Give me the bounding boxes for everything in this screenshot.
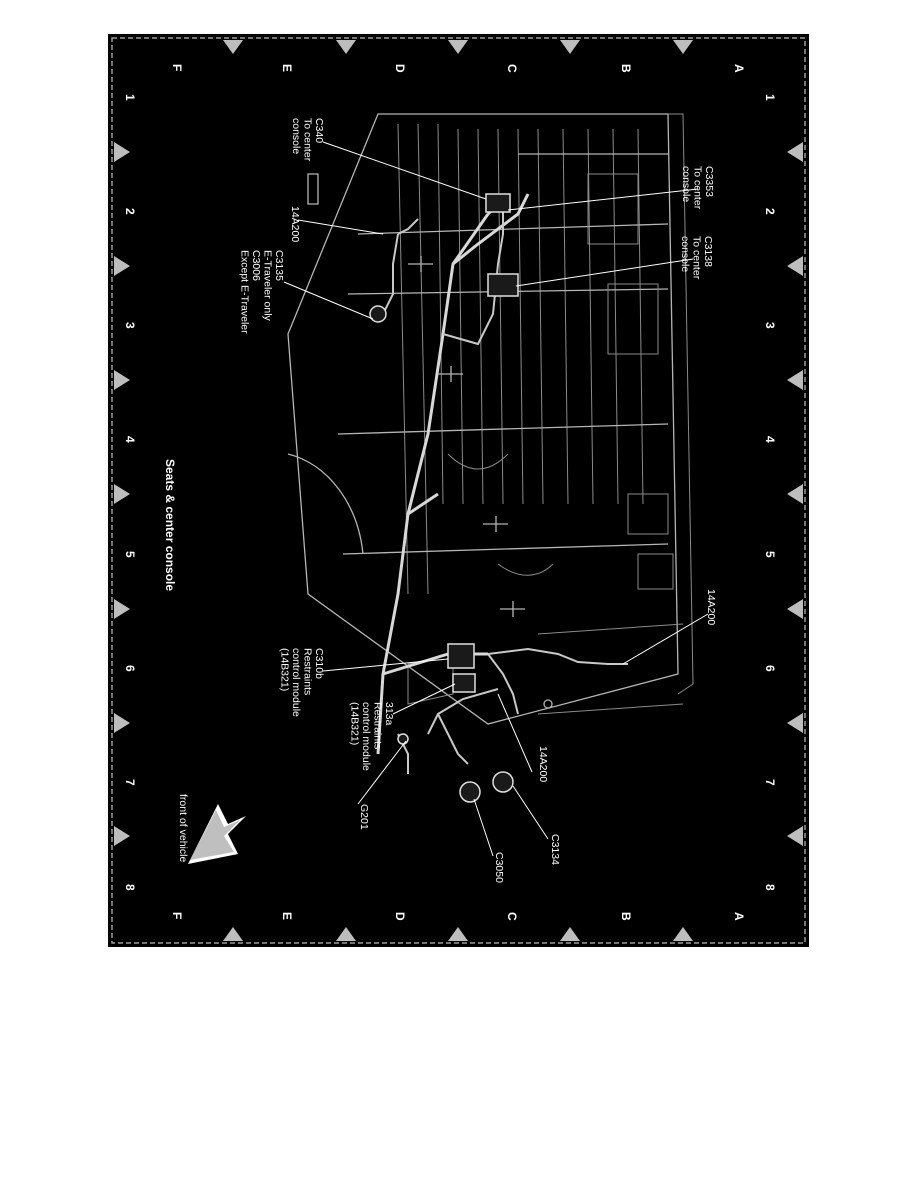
front-of-vehicle-arrow-icon: [188, 804, 246, 864]
grid-column-label: 6: [123, 665, 137, 672]
grid-column-label: 8: [123, 884, 137, 891]
callout-c3135-line: E-Traveler only: [262, 250, 274, 322]
callout-c313a-line: control module: [360, 702, 372, 771]
callout-c3134-line: C3134: [549, 834, 561, 865]
callout-c313a-line: Restraints: [372, 702, 384, 749]
callout-c313a-line: 313a: [383, 702, 395, 726]
callout-c340-line: C340: [313, 118, 325, 143]
callout-c3138-line: To center: [691, 236, 703, 280]
grid-column-labels-left: 1 2 3 4 5 6 7 8: [123, 94, 137, 891]
connector-c3050: [459, 781, 481, 803]
callout-c313a-line: (14B321): [349, 702, 361, 745]
callout-c3138-line: C3138: [702, 236, 714, 267]
grid-row-label: E: [280, 64, 294, 72]
callout-c340-line: To center: [302, 118, 314, 162]
wiring-diagram: 1 2 3 4 5 6 7 8 1 2 3 4 5 6 7 8 A B C D E F A B C D E F: [108, 34, 809, 947]
callout-c3353-line: C3353: [703, 166, 715, 197]
grid-row-labels-bottom: A B C D E F: [170, 912, 746, 921]
callout-c310b-line: C310b: [313, 648, 325, 679]
grid-row-label: E: [280, 912, 294, 920]
grid-row-label: D: [393, 912, 407, 921]
grid-column-label: 4: [123, 436, 137, 443]
diagram-canvas: 1 2 3 4 5 6 7 8 1 2 3 4 5 6 7 8 A B C D E F A B C D E F: [111, 37, 806, 944]
connectors: [369, 193, 525, 803]
connector-c3134: [492, 771, 514, 793]
grid-row-labels-top: A B C D E F: [170, 64, 746, 73]
grid-column-label: 7: [123, 779, 137, 786]
callout-c3353-line: To center: [692, 166, 704, 210]
border-markers: [114, 40, 803, 941]
connector-c3135: [369, 305, 387, 323]
fastener: [438, 366, 463, 382]
grid-row-label: C: [505, 64, 519, 73]
grid-row-label: B: [619, 912, 633, 921]
callout-c340-line: console: [290, 118, 302, 154]
callout-c3135-line: C3006: [250, 250, 262, 281]
grid-row-label: A: [732, 912, 746, 921]
fastener: [500, 601, 525, 617]
grid-column-label: 2: [123, 208, 137, 215]
grid-row-label: F: [170, 64, 184, 71]
callout-c3353-line: console: [680, 166, 692, 202]
callout-c3138-line: console: [679, 236, 691, 272]
grid-column-label: 3: [123, 322, 137, 329]
fastener: [483, 516, 508, 532]
connector-c313a: [452, 673, 476, 693]
grid-column-label: 3: [763, 322, 777, 329]
grid-column-label: 2: [763, 208, 777, 215]
callout-c310b-line: (14B321): [279, 648, 291, 691]
grid-row-label: A: [732, 64, 746, 73]
diagram-title: Seats & center console: [163, 459, 177, 591]
leader-lines: [283, 141, 709, 857]
grid-column-label: 6: [763, 665, 777, 672]
grid-row-label: C: [505, 912, 519, 921]
callout-c3135-line: Except E-Traveler: [239, 250, 251, 334]
connector-c3353: [485, 193, 511, 213]
callout-h14a200-top-line: 14A200: [705, 589, 717, 625]
grid-column-labels-right: 1 2 3 4 5 6 7 8: [763, 94, 777, 891]
grid-column-label: 8: [763, 884, 777, 891]
callout-c310b-line: control module: [290, 648, 302, 717]
grid-column-label: 7: [763, 779, 777, 786]
grid-row-label: D: [393, 64, 407, 73]
connector-c310b: [447, 643, 475, 669]
callout-h14a200-left-line: 14A200: [289, 206, 301, 242]
callout-h14a200-mid-line: 14A200: [537, 746, 549, 782]
ground-g201: [397, 733, 409, 745]
grid-column-label: 5: [763, 551, 777, 558]
callout-c3050-line: C3050: [493, 852, 505, 883]
grid-row-label: F: [170, 912, 184, 919]
grid-column-label: 4: [763, 436, 777, 443]
callout-g201-line: G201: [358, 804, 370, 830]
connector-c3138: [487, 273, 519, 297]
fastener: [408, 256, 433, 272]
grid-column-label: 1: [123, 94, 137, 101]
callout-c3135-line: C3135: [273, 250, 285, 281]
callout-front-line: front of vehicle: [177, 794, 189, 862]
diagram-border: [111, 37, 806, 944]
grid-column-label: 1: [763, 94, 777, 101]
grid-row-label: B: [619, 64, 633, 73]
grid-column-label: 5: [123, 551, 137, 558]
callout-c310b-line: Restraints: [302, 648, 314, 695]
vehicle-floor-illustration: [287, 113, 694, 725]
